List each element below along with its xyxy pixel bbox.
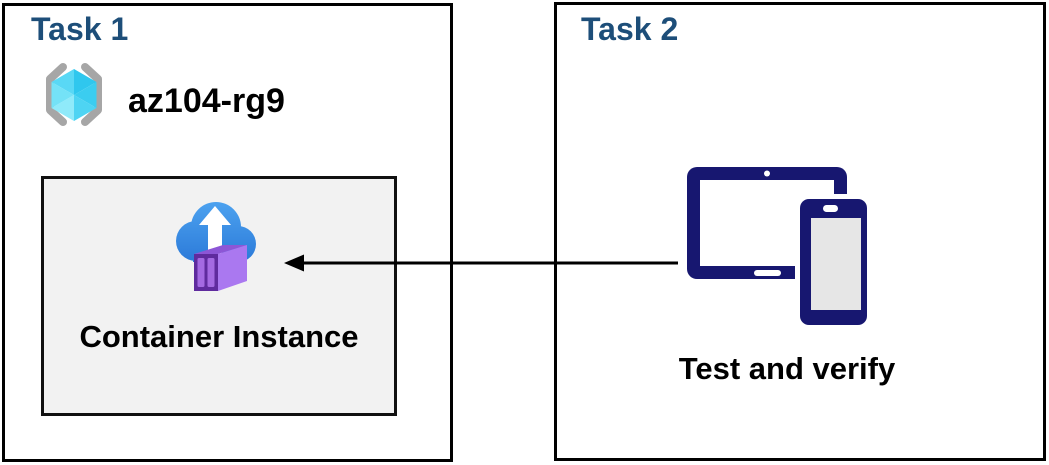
resource-group-name: az104-rg9	[128, 82, 285, 120]
bracket-left	[46, 63, 67, 126]
phone-speaker	[823, 205, 838, 212]
cube-glyph	[51, 69, 97, 121]
arrowhead	[284, 254, 304, 272]
test-and-verify-label: Test and verify	[678, 351, 896, 386]
bracket-right	[81, 63, 102, 126]
container-cube	[194, 245, 247, 291]
tablet-home-button	[754, 270, 781, 276]
resource-group-icon	[46, 63, 102, 126]
phone-shape	[795, 194, 869, 328]
tablet-camera-dot	[764, 170, 770, 177]
task1-title: Task 1	[31, 11, 129, 47]
upload-arrow	[199, 206, 231, 254]
connector-arrow	[284, 254, 678, 272]
task2-title: Task 2	[581, 11, 679, 47]
container-instance-label: Container Instance	[79, 319, 359, 354]
container-instance-icon	[176, 202, 256, 291]
tablet-and-phone-icon	[687, 167, 869, 328]
